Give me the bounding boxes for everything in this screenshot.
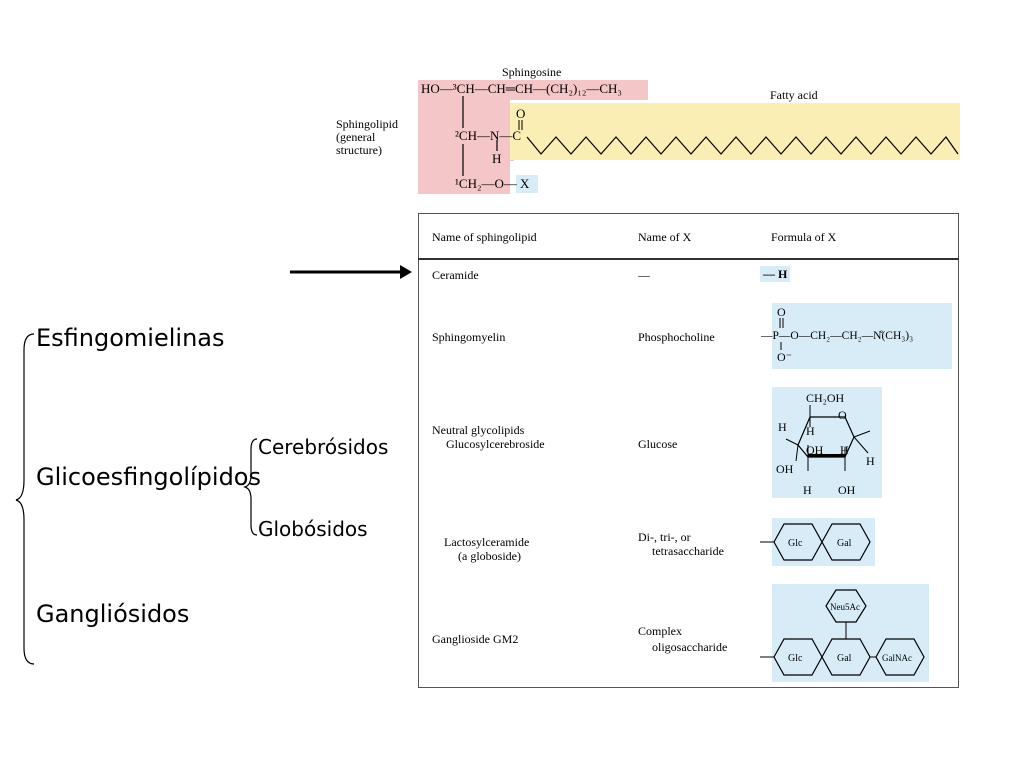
ring-h-1: H (778, 420, 787, 434)
carbonyl-oxygen: O (516, 106, 526, 121)
top-chain-formula: HO—³CH—CH═CH—(CH₂)₁₂—CH₃ (421, 81, 622, 96)
gm2-galnac-label: GalNAc (882, 653, 912, 663)
ring-h-2: H (806, 424, 815, 438)
category-gangliosidos: Gangliósidos (36, 600, 190, 628)
sphingolipid-label-line1: Sphingolipid (336, 117, 399, 131)
sphingolipid-label-line2: (general (336, 130, 376, 144)
header-name: Name of sphingolipid (432, 230, 537, 244)
ring-h-3: H (840, 443, 849, 457)
x-highlight (516, 175, 538, 193)
ganglioside-box (772, 584, 929, 682)
ring-h-5: H (803, 483, 812, 497)
sugar-glc-label: Glc (788, 538, 803, 549)
lactosyl-hexagons: Glc Gal (760, 523, 871, 561)
x-group-label: X (520, 176, 530, 191)
subcategory-globosidos: Globósidos (258, 517, 368, 541)
row-glycolipid-name: Neutral glycolipids (432, 423, 525, 437)
phosphocholine-box (772, 303, 952, 369)
ceramide-arrow (290, 265, 412, 279)
row-ganglioside-x: Complex (638, 624, 682, 638)
row-ceramide-formula: — H (760, 266, 791, 282)
ch2oh-label: CH₂OH (806, 391, 845, 405)
fatty-acid-chain (526, 136, 959, 155)
row-ceramide-name: Ceramide (432, 268, 479, 282)
gm2-gal-label: Gal (837, 653, 852, 664)
c2-formula: ²CH—N—C (455, 128, 522, 143)
category-esfingomielinas: Esfingomielinas (36, 324, 225, 352)
ganglioside-hexagons: Glc Gal GalNAc Neu5Ac (760, 589, 925, 676)
row-ganglioside-name: Ganglioside GM2 (432, 632, 519, 646)
row-lactosyl-name-2: (a globoside) (458, 549, 521, 563)
phosphate-bottom-oxygen: O⁻ (777, 350, 792, 364)
row-glycolipid-x: Glucose (638, 437, 678, 451)
phosphate-bonds (779, 318, 784, 350)
glucose-ring: CH₂OH O H H OH OH H H H OH (776, 391, 875, 497)
table-header-divider (418, 258, 959, 260)
subcategory-cerebrosidos: Cerebrósidos (258, 435, 389, 459)
row-ceramide-x: — (638, 268, 650, 282)
fatty-acid-highlight (510, 103, 960, 160)
row-glycolipid-name-2: Glucosylcerebroside (446, 437, 545, 451)
sphingosine-label: Sphingosine (502, 65, 562, 79)
ring-oh-3: OH (838, 483, 856, 497)
sphingosine-highlight (418, 80, 648, 100)
fatty-acid-label: Fatty acid (770, 88, 818, 102)
lactosyl-box (772, 518, 875, 566)
sugar-gal-label: Gal (837, 538, 852, 549)
ring-oxygen-label: O (838, 408, 847, 422)
row-lactosyl-name: Lactosylceramide (444, 535, 530, 549)
row-lactosyl-x-2: tetrasaccharide (652, 544, 724, 558)
glucose-box (772, 387, 882, 498)
sphingolipid-general-label: Sphingolipid (general structure) (336, 118, 398, 157)
row-sphingomyelin-name: Sphingomyelin (432, 330, 506, 344)
header-x-name: Name of X (638, 230, 692, 244)
sphingosine-backbone-highlight (418, 100, 510, 194)
n-hydrogen: H (492, 151, 502, 166)
header-formula: Formula of X (771, 230, 837, 244)
ring-oh-1: OH (776, 462, 794, 476)
row-sphingomyelin-x: Phosphocholine (638, 330, 715, 344)
sphingolipid-label-line3: structure) (336, 143, 382, 157)
sub-brace (243, 438, 258, 536)
c1-formula: ¹CH₂—O— (455, 176, 517, 191)
sphingolipid-table (418, 213, 959, 688)
structure-bonds (462, 96, 959, 176)
ring-h-4: H (866, 454, 875, 468)
gm2-glc-label: Glc (788, 653, 803, 664)
category-glicoesfingolipidos: Glicoesfingolípidos (36, 463, 261, 491)
ring-oh-2: OH (806, 443, 824, 457)
gm2-neu5ac-label: Neu5Ac (830, 602, 860, 612)
main-brace (15, 333, 35, 665)
row-ganglioside-x-2: oligosaccharide (652, 640, 728, 654)
row-lactosyl-x: Di-, tri-, or (638, 530, 691, 544)
phosphate-top-oxygen: O (777, 305, 786, 319)
phosphocholine-chain: —P—O—CH₂—CH₂—N̊(CH₃)₃ (761, 330, 914, 342)
